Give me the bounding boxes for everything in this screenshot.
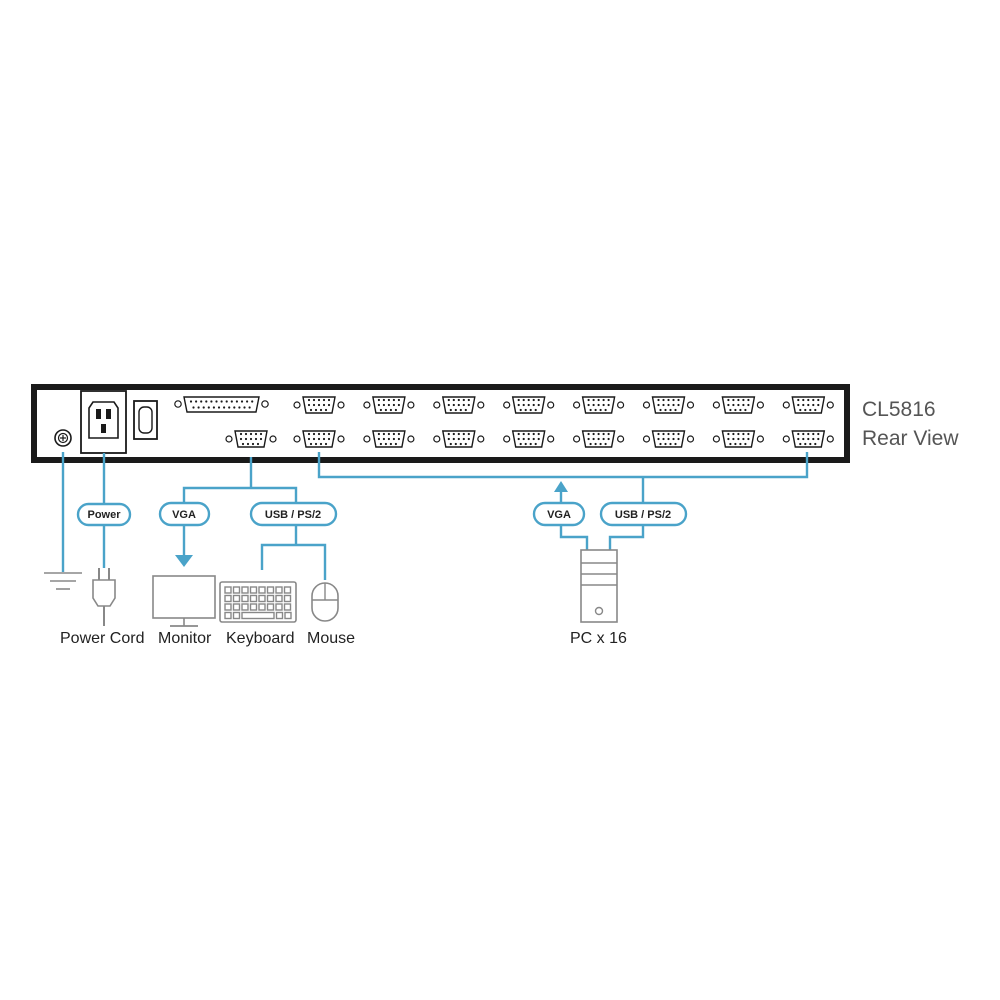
power-plug-icon bbox=[92, 568, 116, 626]
kvm-port bbox=[293, 396, 345, 414]
console-vga-label: VGA bbox=[158, 501, 211, 527]
power-socket bbox=[80, 390, 127, 454]
kvm-port bbox=[433, 430, 485, 448]
kvm-port bbox=[503, 430, 555, 448]
power-cable-label: Power bbox=[76, 502, 132, 527]
kvm-port bbox=[712, 396, 765, 414]
svg-text:Power: Power bbox=[87, 509, 121, 521]
svg-text:VGA: VGA bbox=[547, 509, 571, 521]
kvm-port bbox=[293, 430, 345, 448]
kvm-port bbox=[363, 430, 415, 448]
console-usb-ps2-label: USB / PS/2 bbox=[249, 501, 338, 527]
power-switch bbox=[133, 400, 158, 440]
pc-vga-label: VGA bbox=[532, 501, 586, 527]
ground-icon bbox=[44, 572, 82, 590]
db25-port bbox=[174, 396, 269, 413]
pc-usb-ps2-label: USB / PS/2 bbox=[599, 501, 688, 527]
view-label: Rear View bbox=[862, 427, 959, 450]
kvm-port bbox=[433, 396, 485, 414]
power-cord-label: Power Cord bbox=[60, 630, 144, 647]
svg-text:USB / PS/2: USB / PS/2 bbox=[615, 509, 671, 521]
mouse-label: Mouse bbox=[307, 630, 355, 647]
keyboard-icon bbox=[219, 581, 297, 623]
keyboard-label: Keyboard bbox=[226, 630, 295, 647]
pc-tower-icon bbox=[580, 549, 618, 623]
kvm-port bbox=[572, 430, 625, 448]
kvm-port bbox=[712, 430, 765, 448]
model-name: CL5816 bbox=[862, 398, 936, 421]
kvm-port bbox=[782, 396, 834, 414]
kvm-port bbox=[503, 396, 555, 414]
console-vga-port bbox=[225, 430, 277, 448]
kvm-port bbox=[363, 396, 415, 414]
kvm-port bbox=[642, 396, 695, 414]
kvm-port bbox=[642, 430, 695, 448]
grounding-terminal bbox=[54, 429, 72, 447]
kvm-chassis bbox=[31, 384, 850, 463]
monitor-arrow-icon bbox=[175, 555, 193, 567]
monitor-icon bbox=[152, 575, 216, 627]
kvm-port-grid bbox=[293, 396, 834, 448]
kvm-port bbox=[572, 396, 625, 414]
pc-label: PC x 16 bbox=[570, 630, 627, 647]
pc-arrow-icon bbox=[554, 481, 568, 492]
monitor-label: Monitor bbox=[158, 630, 212, 647]
mouse-icon bbox=[311, 582, 339, 622]
svg-text:VGA: VGA bbox=[172, 509, 196, 521]
console-vga-connector bbox=[225, 430, 277, 448]
svg-text:USB / PS/2: USB / PS/2 bbox=[265, 509, 321, 521]
cable-lines bbox=[61, 452, 809, 580]
kvm-port bbox=[782, 430, 834, 448]
